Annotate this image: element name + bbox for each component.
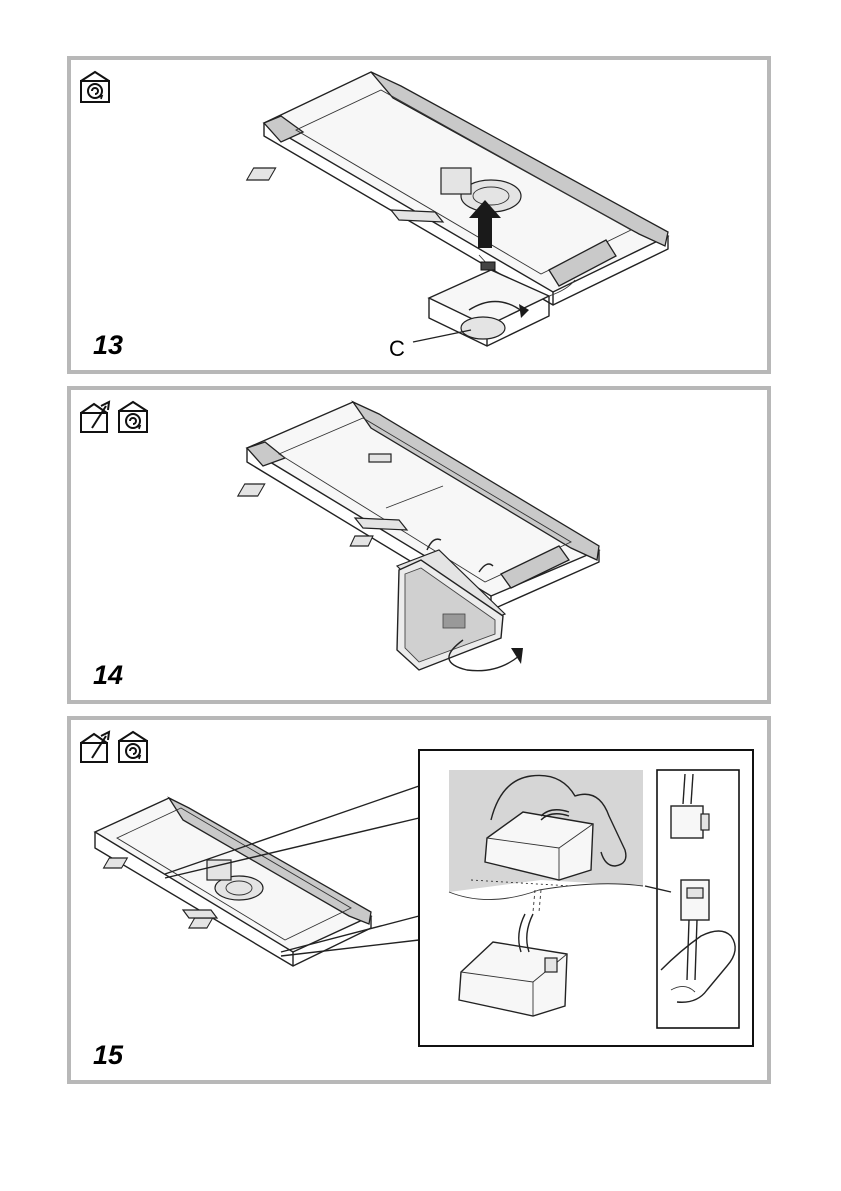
step-number: 13 — [93, 330, 123, 361]
callout-label-c: C — [389, 336, 405, 362]
hood-illustration — [71, 60, 767, 370]
panel-step-15: 15 — [67, 716, 771, 1084]
step-number: 14 — [93, 660, 123, 691]
panel-step-13: C 13 — [67, 56, 771, 374]
step-number: 15 — [93, 1040, 123, 1071]
hood-illustration — [71, 390, 767, 700]
hood-illustration — [71, 720, 767, 1080]
panel-step-14: 14 — [67, 386, 771, 704]
